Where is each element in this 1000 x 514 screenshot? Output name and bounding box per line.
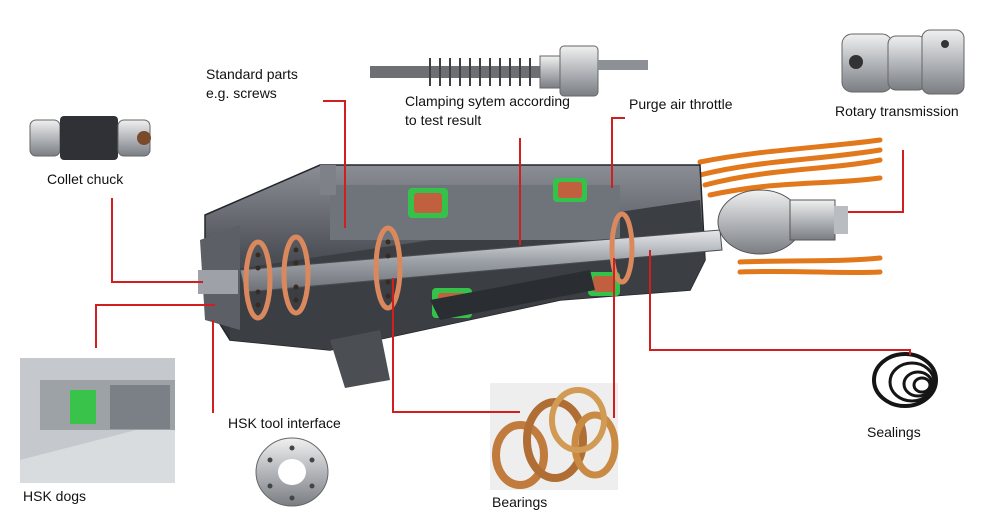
- collet-chuck-image: [29, 116, 151, 160]
- spindle-housing: [198, 164, 848, 388]
- leader-standard-parts: [323, 100, 346, 228]
- leader-hsk-dogs: [95, 304, 215, 348]
- sealings-label: Sealings: [867, 424, 921, 440]
- standard-parts-label: Standard parts e.g. screws: [206, 66, 298, 101]
- bearings-label: Bearings: [492, 494, 548, 510]
- collet-chuck-label: Collet chuck: [47, 171, 124, 187]
- hsk-tool-interface-label: HSK tool interface: [228, 415, 341, 431]
- leader-rotary: [848, 150, 904, 213]
- clamping-system-label: Clamping sytem according to test result: [405, 93, 570, 128]
- leader-collet: [111, 198, 203, 283]
- clamping-system-image: [370, 45, 648, 97]
- hsk-tool-image: [255, 437, 329, 507]
- hsk-dogs-image: [20, 358, 175, 483]
- rotary-transmission-image: [841, 29, 965, 95]
- hsk-dogs-label: HSK dogs: [23, 488, 87, 504]
- sealings-image: [872, 352, 938, 408]
- orange-cables: [697, 137, 883, 276]
- bearings-image: [490, 383, 619, 490]
- leader-bearings-left: [392, 278, 520, 413]
- rotary-transmission-label: Rotary transmission: [835, 103, 959, 119]
- leader-sealings: [649, 250, 911, 355]
- purge-air-label: Purge air throttle: [629, 96, 733, 112]
- leader-lines: [95, 100, 911, 418]
- leader-purge-air: [611, 117, 625, 188]
- bearing-rings: [243, 211, 635, 321]
